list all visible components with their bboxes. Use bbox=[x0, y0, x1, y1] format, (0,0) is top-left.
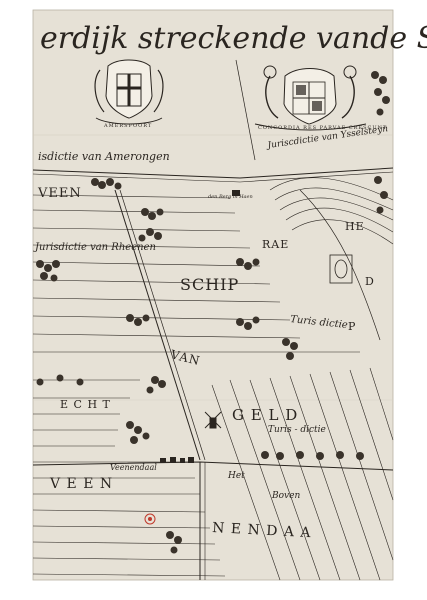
tree-clusters bbox=[36, 71, 390, 554]
label-jurisdictie-rheenen: Jurisdictie van Rheenen bbox=[33, 242, 156, 253]
map-paper bbox=[32, 9, 394, 581]
label-echt: E C H T bbox=[60, 398, 111, 411]
label-heuvel: HE bbox=[345, 220, 365, 233]
hills bbox=[269, 177, 394, 245]
dike-road bbox=[32, 167, 394, 183]
label-het: Het bbox=[227, 471, 245, 481]
label-nedaa: N E N D A A bbox=[212, 520, 312, 541]
label-hoofte-berg: den Berg in Haen bbox=[208, 194, 253, 200]
estate-garden bbox=[329, 254, 353, 284]
museum-stamp bbox=[144, 513, 156, 525]
left-crest: AMERSFOORT bbox=[94, 59, 164, 129]
label-schip: SCHIP bbox=[180, 275, 239, 294]
label-veen: VEEN bbox=[37, 186, 82, 201]
label-turis-dictie-2: Turis - dictie bbox=[268, 425, 326, 435]
label-d: D bbox=[365, 275, 375, 288]
label-rae: RAE bbox=[262, 238, 289, 251]
label-geld: G E L D bbox=[232, 406, 298, 424]
village-houses bbox=[160, 190, 240, 463]
parcel-lines bbox=[32, 189, 394, 581]
windmill-icon bbox=[204, 411, 222, 429]
label-p: P bbox=[348, 320, 356, 333]
map-title: erdijk streckende vande St bbox=[40, 21, 427, 56]
left-crest-ribbon: AMERSFOORT bbox=[103, 123, 152, 129]
label-boven: Boven bbox=[271, 491, 300, 501]
ysselsteyn-road bbox=[235, 59, 381, 341]
right-crest: CONCORDIA RES PARVAE CRESCUNT bbox=[254, 65, 387, 131]
label-jurisdictie-amerongen: isdictie van Amerongen bbox=[38, 150, 170, 163]
label-veen-bottom: V E E N bbox=[49, 476, 113, 492]
right-crest-ribbon: CONCORDIA RES PARVAE CRESCUNT bbox=[258, 125, 387, 131]
label-veenendaal: Veenendaal bbox=[110, 463, 157, 472]
